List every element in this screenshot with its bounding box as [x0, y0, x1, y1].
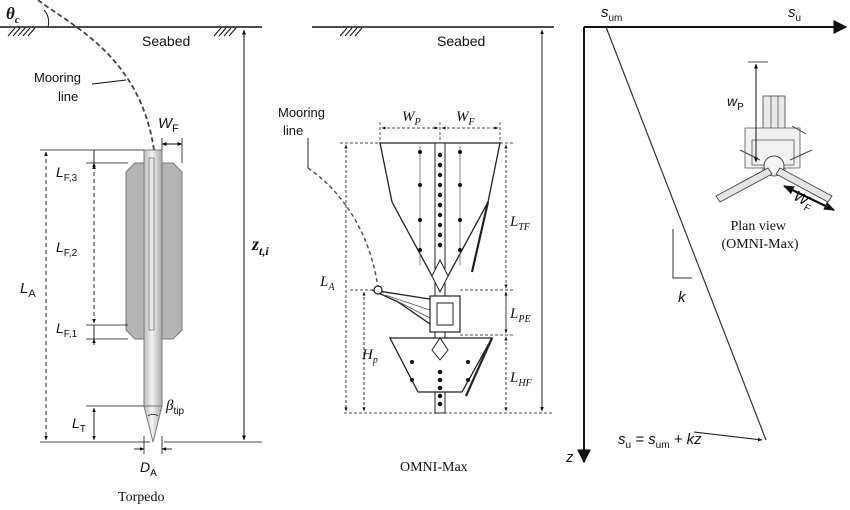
- plan-wp-label: wP: [727, 93, 744, 113]
- omni-hp-label: Hp: [361, 347, 378, 366]
- omni-rivets-top: [418, 150, 462, 252]
- mooring-leader-left: [91, 79, 127, 85]
- torpedo-da-label: DA: [140, 459, 157, 479]
- k-label: k: [678, 289, 687, 306]
- torpedo-panel: Seabed θc Mooring line WF: [0, 0, 269, 505]
- mooring-line-left: [37, 0, 155, 151]
- torpedo-caption: Torpedo: [118, 490, 164, 505]
- torpedo-lf2-label: LF,2: [56, 239, 78, 259]
- torpedo-lf3-label: LF,3: [56, 164, 78, 184]
- mooring-line-mid: [307, 167, 379, 289]
- omni-ltf-label: LTF: [509, 214, 531, 233]
- mooring-label-mid: Mooring line: [278, 105, 329, 138]
- mooring-label-left: Mooring line: [34, 70, 85, 104]
- omni-lhf-label: LHF: [509, 370, 533, 389]
- sum-label: sum: [601, 4, 622, 24]
- theta-label: θc: [6, 4, 20, 26]
- seabed-hatch-left: [7, 27, 237, 37]
- equation-label: su = sum + kz: [618, 431, 702, 451]
- su-label: su: [788, 4, 801, 24]
- omni-wp-label: WP: [402, 109, 421, 128]
- torpedo-wf-label: WF: [158, 115, 179, 135]
- torpedo-la-label: LA: [20, 280, 36, 300]
- plan-view-figure: [715, 95, 833, 203]
- omni-bottom-fin: [388, 337, 494, 393]
- torpedo-tip: [143, 405, 163, 443]
- omni-panel: Seabed Mooring line: [278, 26, 554, 475]
- strength-line: [605, 26, 767, 441]
- zti-label: zt,i: [251, 234, 269, 258]
- seabed-label-left: Seabed: [142, 33, 190, 49]
- torpedo-beta-label: βtip: [165, 398, 184, 417]
- seabed-label-mid: Seabed: [437, 33, 485, 49]
- theta-arc: [43, 9, 50, 28]
- plan-wf-label: WF: [789, 188, 816, 215]
- torpedo-lf1-label: LF,1: [56, 320, 78, 340]
- omni-lpe-label: LPE: [509, 306, 531, 325]
- omni-rivets-bottom: [410, 360, 470, 407]
- k-triangle: [672, 229, 692, 279]
- plan-wf-dim: [783, 185, 835, 211]
- omni-la-label: LA: [319, 274, 335, 293]
- z-label: z: [565, 449, 574, 466]
- omni-caption: OMNI-Max: [400, 460, 468, 475]
- plan-view-title: Plan view (OMNI-Max): [722, 219, 799, 252]
- seabed-hatch-mid: [339, 27, 363, 37]
- omni-wf-label: WF: [456, 109, 476, 128]
- profile-panel: sum su z k su = sum + kz: [565, 4, 848, 466]
- torpedo-lt-label: LT: [72, 415, 86, 435]
